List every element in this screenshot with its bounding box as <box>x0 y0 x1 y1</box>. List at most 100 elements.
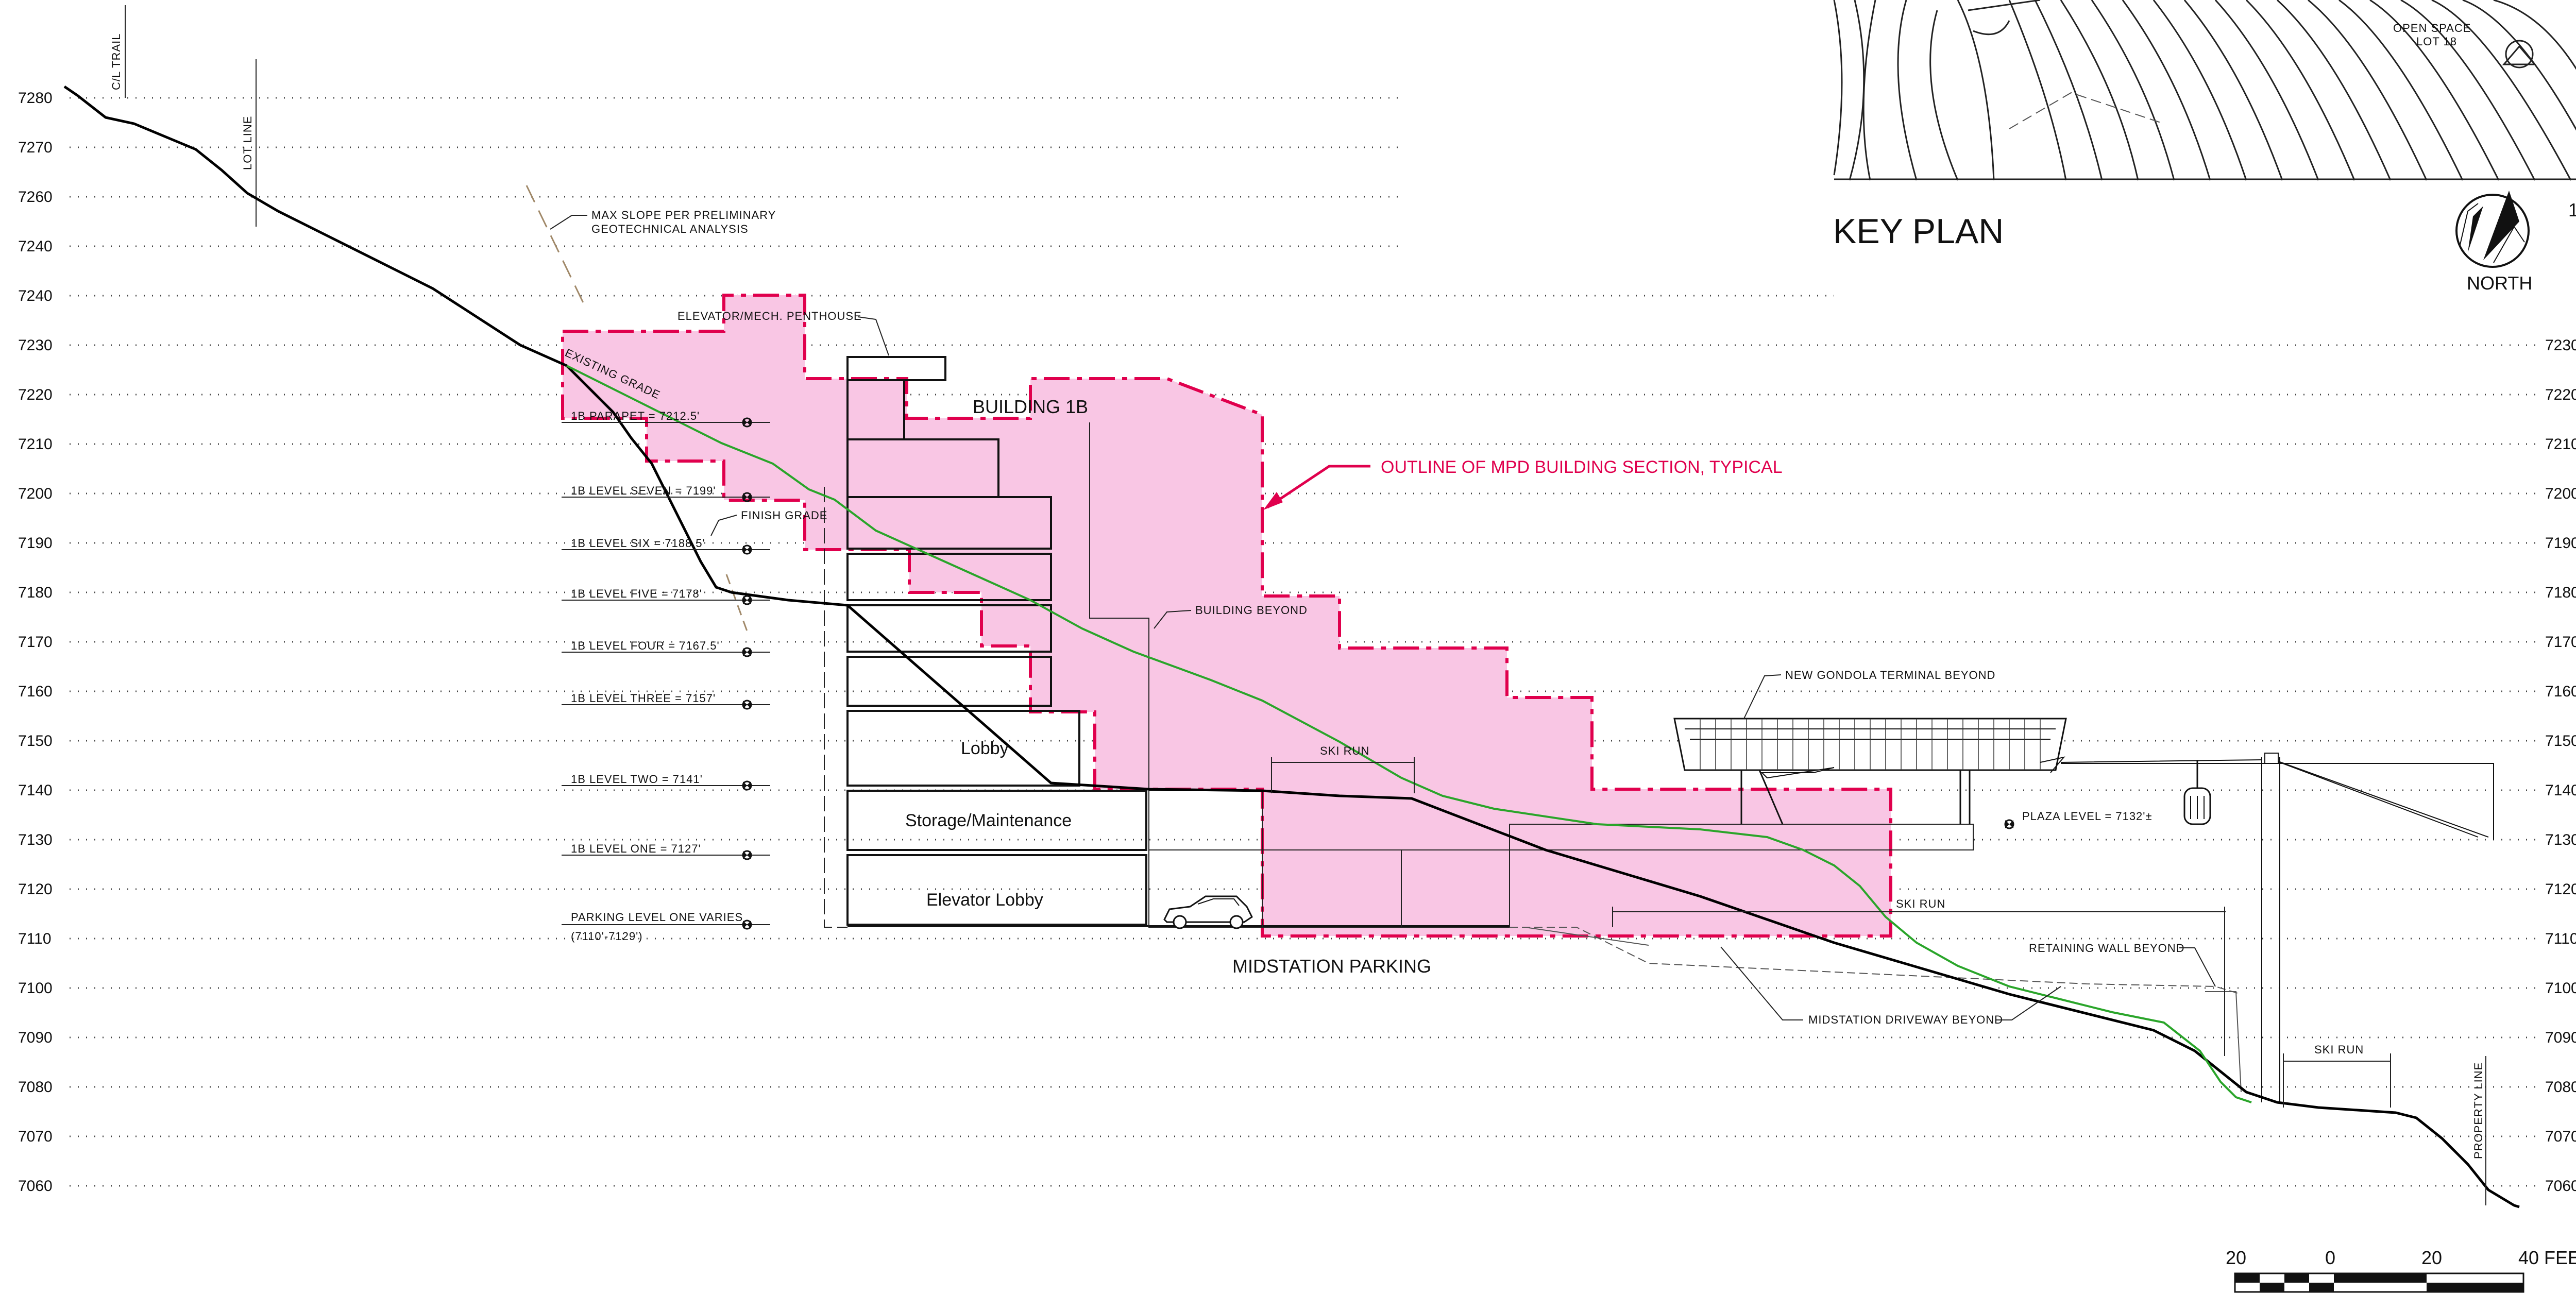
elev-label: 7120 <box>18 881 53 898</box>
elevator-penthouse-label: ELEVATOR/MECH. PENTHOUSE <box>677 310 862 322</box>
ski-run-label-1: SKI RUN <box>1320 744 1369 757</box>
level-four-label: 1B LEVEL FOUR = 7167.5' <box>571 639 720 652</box>
retaining-wall <box>2205 991 2242 1093</box>
level-six-label: 1B LEVEL SIX = 7188.5' <box>571 537 705 550</box>
elev-label: 7120 <box>2545 881 2576 898</box>
midstation-driveway-label: MIDSTATION DRIVEWAY BEYOND <box>1808 1013 2003 1026</box>
key-plan-marker-circle <box>2505 40 2534 69</box>
floor-three <box>846 656 1052 707</box>
floor-six <box>846 496 1052 550</box>
max-slope-text-1: MAX SLOPE PER PRELIMINARY <box>591 209 776 222</box>
level-two-label: 1B LEVEL TWO = 7141' <box>571 773 703 786</box>
elev-label: 7220 <box>18 386 53 403</box>
scale-label-40: 40 FEET <box>2518 1247 2576 1268</box>
lobby-label: Lobby <box>961 739 1009 758</box>
driveway-leader-1 <box>1720 946 1803 1020</box>
key-plan-title: KEY PLAN <box>1833 212 2004 251</box>
elev-label: 7090 <box>2545 1029 2576 1046</box>
key-plan-lot-boundary <box>2009 92 2164 129</box>
elev-label: 7210 <box>2545 436 2576 453</box>
floor-four <box>846 604 1052 653</box>
elev-label: 7060 <box>18 1178 53 1195</box>
triangle-marker-icon <box>2502 45 2537 65</box>
elev-label: 7070 <box>2545 1128 2576 1145</box>
building-beyond-leader <box>1154 610 1192 629</box>
property-line-label: PROPERTY LINE <box>2472 1062 2485 1159</box>
mpd-leader <box>1266 465 1370 509</box>
max-slope-lower <box>725 574 748 632</box>
level-marker-icons <box>742 417 2014 930</box>
elev-label: 7130 <box>2545 831 2576 848</box>
finish-grade-leader <box>710 515 737 536</box>
parking-level-range: (7110'-7129') <box>571 930 643 943</box>
graphic-scale: 20 0 20 40 FEET <box>2226 1247 2576 1293</box>
building-beyond-line <box>1089 422 1149 791</box>
finish-grade-line <box>566 365 2252 1103</box>
elev-label: 7190 <box>2545 535 2576 552</box>
elev-label: 7150 <box>2545 733 2576 750</box>
storage-label: Storage/Maintenance <box>905 811 1072 830</box>
scale-label-20-right: 20 <box>2421 1247 2442 1268</box>
scale-label-0: 0 <box>2325 1247 2335 1268</box>
elev-label: 7150 <box>18 733 53 750</box>
level-one-label: 1B LEVEL ONE = 7127' <box>571 842 701 855</box>
gondola-cabin-icon <box>2183 760 2211 825</box>
ski-run-label-2: SKI RUN <box>1896 897 1945 910</box>
north-arrow-icon <box>2455 191 2530 268</box>
car-icon <box>1163 895 1253 929</box>
retaining-wall-leader <box>2179 947 2216 987</box>
elev-label: 7100 <box>18 980 53 997</box>
storage-room <box>846 790 1147 851</box>
lobby-room <box>846 710 1080 787</box>
trail-and-lot-line: C/L TRAIL LOT LINE <box>110 5 257 227</box>
lot-label: LOT 18 <box>2416 35 2457 48</box>
floor-five <box>846 553 1052 601</box>
elev-label: 7200 <box>18 485 53 502</box>
key-plan: OPEN SPACE LOT 18 KEY PLAN NORTH 100 <box>1833 0 2576 294</box>
building-beyond-label: BUILDING BEYOND <box>1195 604 1308 617</box>
driveway-and-walls <box>1510 907 2242 1093</box>
mpd-arrow-icon <box>1263 492 1283 510</box>
elev-label: 7230 <box>18 337 53 354</box>
elev-label: 7140 <box>2545 782 2576 799</box>
elevator-lobby-label: Elevator Lobby <box>926 890 1043 910</box>
left-elevation-labels: 7280 7270 7260 7240 7240 7230 7220 7210 … <box>18 90 53 1195</box>
elev-label: 7080 <box>2545 1079 2576 1096</box>
cl-trail-label: C/L TRAIL <box>110 33 123 90</box>
elevator-lobby-room <box>846 854 1147 926</box>
elev-label: 7240 <box>18 287 53 304</box>
building-beyond-dashed <box>824 487 848 928</box>
elev-label: 7270 <box>18 139 53 156</box>
elev-label: 7180 <box>18 584 53 601</box>
max-slope-note: MAX SLOPE PER PRELIMINARY GEOTECHNICAL A… <box>526 185 776 632</box>
elev-label: 7170 <box>18 634 53 651</box>
level-parapet-label: 1B PARAPET = 7212.5' <box>571 410 700 422</box>
level-three-label: 1B LEVEL THREE = 7157' <box>571 692 716 705</box>
max-slope-leader <box>550 215 587 230</box>
gondola-terminal-label: NEW GONDOLA TERMINAL BEYOND <box>1785 669 1995 682</box>
penthouse-box <box>846 356 946 381</box>
driveway-beyond <box>1510 927 2242 995</box>
elev-label: 7190 <box>18 535 53 552</box>
parking-level-label: PARKING LEVEL ONE VARIES <box>571 911 743 924</box>
lot-line-label: LOT LINE <box>241 116 254 170</box>
parking-bay-upper <box>1148 790 1263 850</box>
finish-grade-label: FINISH GRADE <box>741 509 827 522</box>
scale-label-20-left: 20 <box>2226 1247 2246 1268</box>
room-labels: Lobby Storage/Maintenance Elevator Lobby <box>905 739 1072 910</box>
plaza-level-label: PLAZA LEVEL = 7132'± <box>2022 810 2153 823</box>
elev-label: 7070 <box>18 1128 53 1145</box>
midstation-parking-label: MIDSTATION PARKING <box>1232 956 1431 977</box>
level-lines <box>562 422 770 925</box>
gondola-leader <box>1743 674 1782 719</box>
elev-label: 7110 <box>18 930 52 947</box>
open-space-label: OPEN SPACE <box>2393 22 2471 35</box>
elev-label: 7130 <box>18 831 53 848</box>
elev-label: 7160 <box>2545 683 2576 700</box>
key-plan-partial-text: 100 <box>2568 199 2576 220</box>
penthouse-leader <box>857 316 889 356</box>
retaining-wall-label: RETAINING WALL BEYOND <box>2029 942 2185 955</box>
mpd-outline-label: OUTLINE OF MPD BUILDING SECTION, TYPICAL <box>1381 457 1783 477</box>
driveway-leader-2 <box>1996 986 2061 1020</box>
